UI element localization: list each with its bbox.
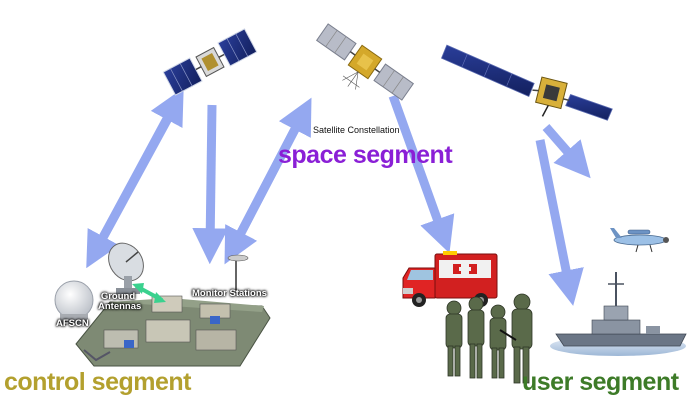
afscn-label: AFSCN: [56, 318, 89, 329]
signal-arrows: [86, 87, 591, 306]
airplane-icon: [610, 228, 669, 253]
radome-icon: [54, 280, 94, 324]
arrow-sat2-to-ambulance: [388, 94, 455, 254]
ground-antennas-label: Ground Antennas: [98, 291, 142, 312]
monitor-stations-label: Monitor Stations: [192, 288, 267, 299]
satellite-icon: [162, 28, 258, 96]
control-segment-title: control segment: [4, 368, 191, 396]
arrow-sat3-to-ship: [535, 139, 584, 306]
warship-icon: [550, 272, 687, 356]
ground-facility-icon: [75, 295, 271, 367]
monitor-antenna-icon: [227, 254, 249, 290]
satellite-icon: [315, 23, 415, 101]
arrow-sat3-to-airplane: [542, 124, 591, 179]
dish-antenna-icon: [108, 242, 144, 294]
arrow-monitor-to-sat2: [228, 97, 312, 253]
ambulance-icon: [402, 251, 498, 307]
satellite-constellation-label: Satellite Constellation: [313, 125, 400, 135]
arrow-sat1-to-monitor: [192, 104, 229, 265]
ground-link-arrow: [132, 283, 166, 303]
user-segment-title: user segment: [522, 368, 679, 396]
arrow-ground-antennas-to-sat1: [90, 87, 184, 257]
space-segment-title: space segment: [278, 141, 453, 169]
soldiers-icon: [445, 293, 533, 384]
satellite-icon: [440, 44, 613, 121]
